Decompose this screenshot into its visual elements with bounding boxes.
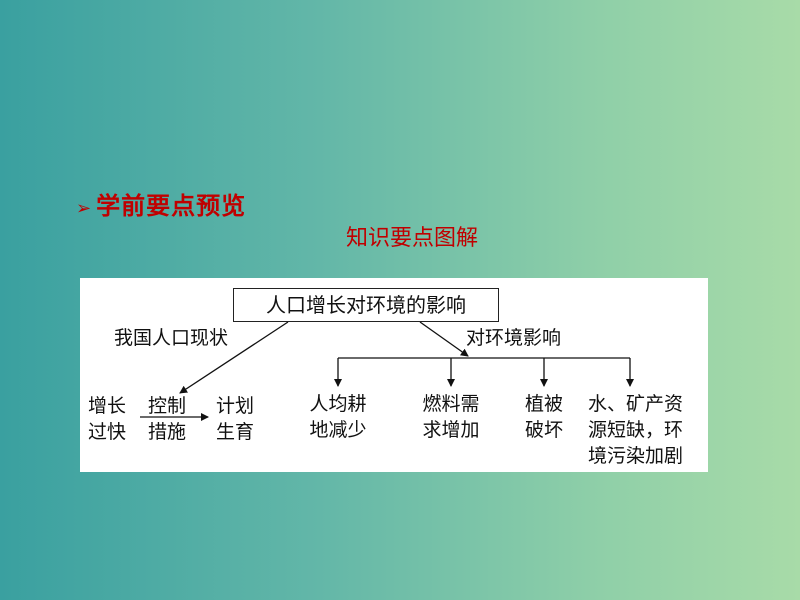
status-line-2: 过快 (88, 421, 127, 443)
left-branch-label: 我国人口现状 (114, 327, 229, 349)
left-branch-arrow (179, 321, 289, 394)
effect-3-line-1: 植被 (524, 393, 563, 415)
effect-4-line-2: 源短缺，环 (588, 419, 684, 441)
diagram-title: 知识要点图解 (345, 226, 478, 251)
measure-line-1: 计划 (216, 395, 255, 417)
effect-4-line-3: 境污染加剧 (588, 445, 684, 467)
right-branch-arrow (419, 321, 469, 357)
right-branch-label: 对环境影响 (466, 327, 562, 349)
effect-1-line-2: 地减少 (309, 419, 367, 441)
effect-3-line-2: 破坏 (524, 419, 563, 441)
status-line-1: 增长 (88, 395, 127, 417)
section-heading-text: 学前要点预览 (96, 192, 247, 220)
section-heading: ➢学前要点预览 (76, 186, 246, 221)
measure-line-2: 生育 (216, 421, 255, 443)
measure-label-line-2: 措施 (148, 421, 187, 443)
diagram-connectors (140, 321, 634, 421)
effect-1-line-1: 人均耕 (309, 393, 367, 415)
effect-2-line-2: 求增加 (422, 419, 480, 441)
root-node: 人口增长对环境的影响 (233, 288, 499, 322)
effect-2-line-1: 燃料需 (422, 393, 480, 415)
concept-diagram: 人口增长对环境的影响 我国人口现状 对环境影响 增长 过快 控制 措施 计划 生… (80, 278, 708, 472)
arrow-bullet-icon: ➢ (76, 198, 93, 219)
effect-4-line-1: 水、矿产资 (588, 393, 684, 415)
measure-label-line-1: 控制 (148, 395, 187, 417)
